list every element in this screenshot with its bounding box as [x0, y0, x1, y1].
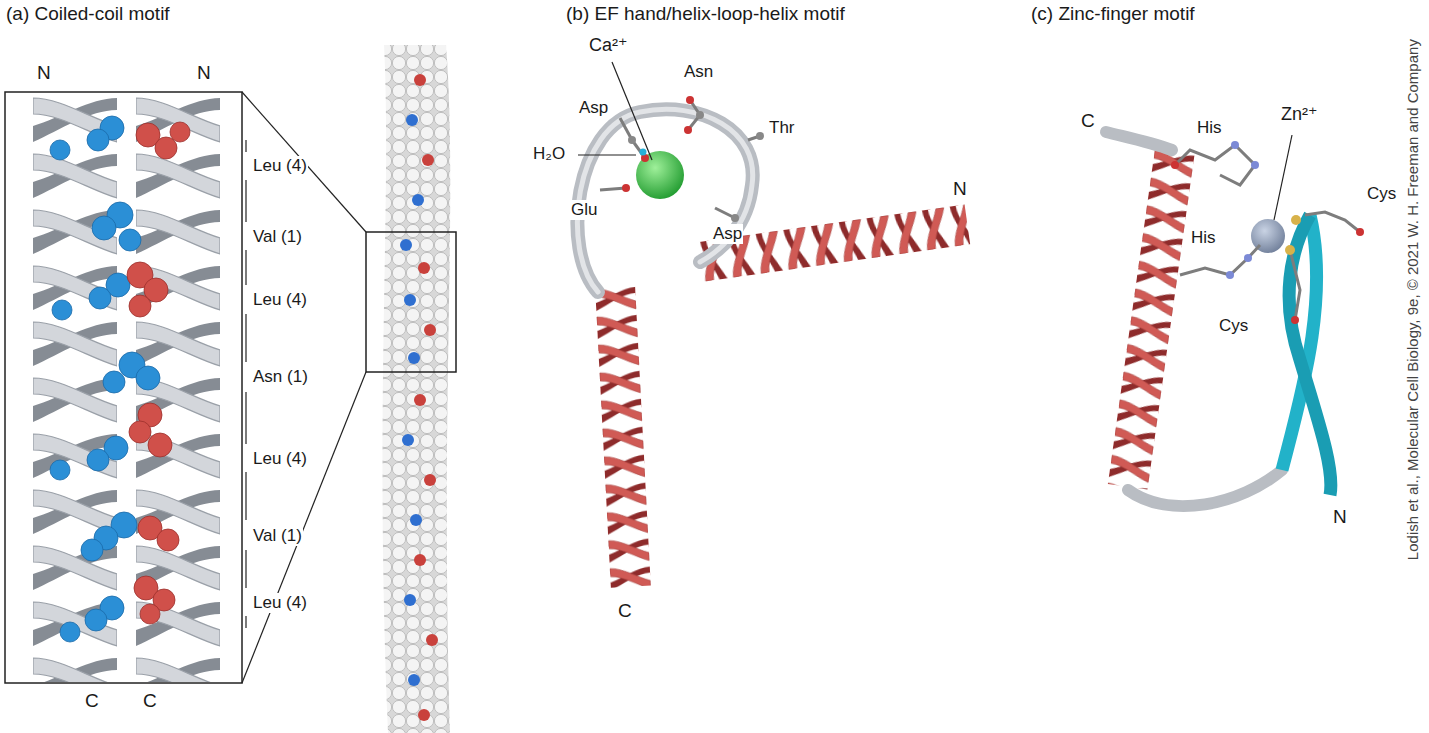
residue-label: His	[1190, 228, 1217, 248]
terminus-label: N	[196, 62, 212, 84]
residue-label: Asn	[683, 62, 714, 82]
residue-label: Leu (4)	[252, 449, 308, 469]
residue-label: Leu (4)	[252, 593, 308, 613]
residue-label: Thr	[768, 118, 796, 138]
residue-label: Asp	[578, 98, 609, 118]
credit-line: Lodish et al., Molecular Cell Biology, 9…	[1404, 38, 1421, 561]
residue-label: Asn (1)	[252, 367, 309, 387]
residue-label: Leu (4)	[252, 290, 308, 310]
residue-label: His	[1196, 118, 1223, 138]
residue-label: Leu (4)	[252, 156, 308, 176]
residue-label: Cys	[1366, 184, 1397, 204]
terminus-label: N	[36, 62, 52, 84]
terminus-label: C	[142, 690, 158, 712]
terminus-label: C	[84, 690, 100, 712]
residue-label: Asp	[712, 224, 743, 244]
molecule-label: H₂O	[532, 144, 566, 164]
terminus-label: C	[617, 600, 633, 622]
panel-title: (b) EF hand/helix-loop-helix motif	[565, 3, 846, 25]
terminus-label: N	[1332, 506, 1348, 528]
residue-label: Val (1)	[252, 227, 303, 247]
residue-label: Cys	[1218, 316, 1249, 336]
residue-label: Val (1)	[252, 526, 303, 546]
terminus-label: C	[1080, 110, 1096, 132]
terminus-label: N	[952, 178, 968, 200]
ion-label: Zn²⁺	[1280, 104, 1319, 125]
residue-label: Glu	[570, 200, 598, 220]
panel-title: (a) Coiled-coil motif	[5, 3, 171, 25]
panel-title: (c) Zinc-finger motif	[1030, 3, 1196, 25]
ion-label: Ca²⁺	[588, 35, 629, 56]
